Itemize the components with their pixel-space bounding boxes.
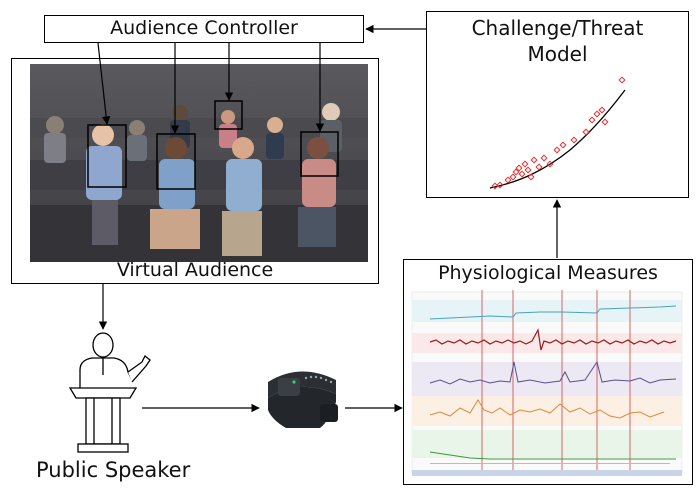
trace-temperature <box>429 399 665 419</box>
threat-model-scatter-plot <box>489 76 626 190</box>
trace-ecg <box>429 328 677 351</box>
audience-controller-label: Audience Controller <box>110 17 298 39</box>
threat-model-title-line2: Model <box>527 42 588 66</box>
scatter-points <box>491 76 626 190</box>
physiological-signal-plot <box>411 290 683 476</box>
public-speaker-label: Public Speaker <box>36 458 191 482</box>
virtual-audience-label: Virtual Audience <box>116 259 274 281</box>
audience-scene-image <box>30 64 368 262</box>
podium-icon <box>68 387 138 453</box>
fit-curve <box>489 89 626 189</box>
threat-model-box: Challenge/Threat Model <box>426 11 689 198</box>
audience-controller-box: Audience Controller <box>44 15 364 43</box>
wristband-icon <box>268 371 338 428</box>
physiological-measures-label: Physiological Measures <box>438 262 658 284</box>
trace-accelerometer <box>429 451 676 460</box>
trace-eda <box>429 305 677 320</box>
threat-model-title-line1: Challenge/Threat <box>471 16 644 40</box>
controller-arrows <box>97 24 562 413</box>
person-icon <box>79 332 151 390</box>
trace-respiration <box>429 360 677 385</box>
